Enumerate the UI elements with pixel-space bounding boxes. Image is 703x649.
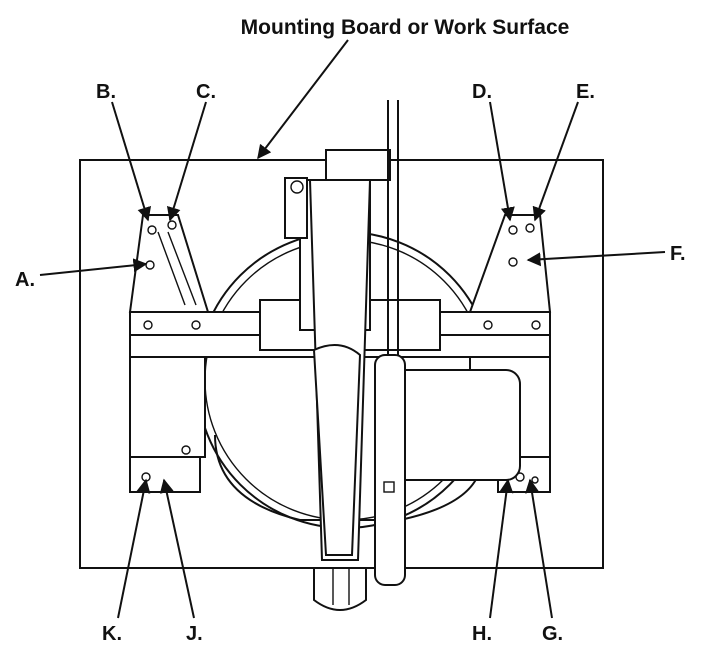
label-f: F.: [670, 243, 686, 265]
title-pointer-arrow: [257, 39, 349, 160]
label-j: J.: [186, 623, 203, 645]
pointer-h: [489, 478, 514, 619]
label-b: B.: [96, 81, 116, 103]
pointer-k: [117, 478, 151, 619]
right-front-leg: [468, 214, 552, 330]
pointer-b: [111, 101, 152, 222]
pointer-c: [166, 101, 207, 222]
label-h: H.: [472, 623, 492, 645]
label-g: G.: [542, 623, 563, 645]
saw-arm: [308, 179, 372, 611]
pointer-f: [526, 251, 666, 267]
label-k: K.: [102, 623, 122, 645]
pointer-j: [159, 478, 195, 619]
pointer-a: [39, 258, 148, 276]
pointer-e: [532, 101, 579, 222]
label-e: E.: [576, 81, 595, 103]
label-a: A.: [15, 269, 35, 291]
label-c: C.: [196, 81, 216, 103]
diagram-title: Mounting Board or Work Surface: [241, 16, 570, 39]
pointer-d: [489, 101, 515, 222]
left-front-leg: [128, 214, 210, 330]
label-d: D.: [472, 81, 492, 103]
blade-guard-rod: [374, 100, 406, 586]
pointer-g: [525, 478, 553, 619]
